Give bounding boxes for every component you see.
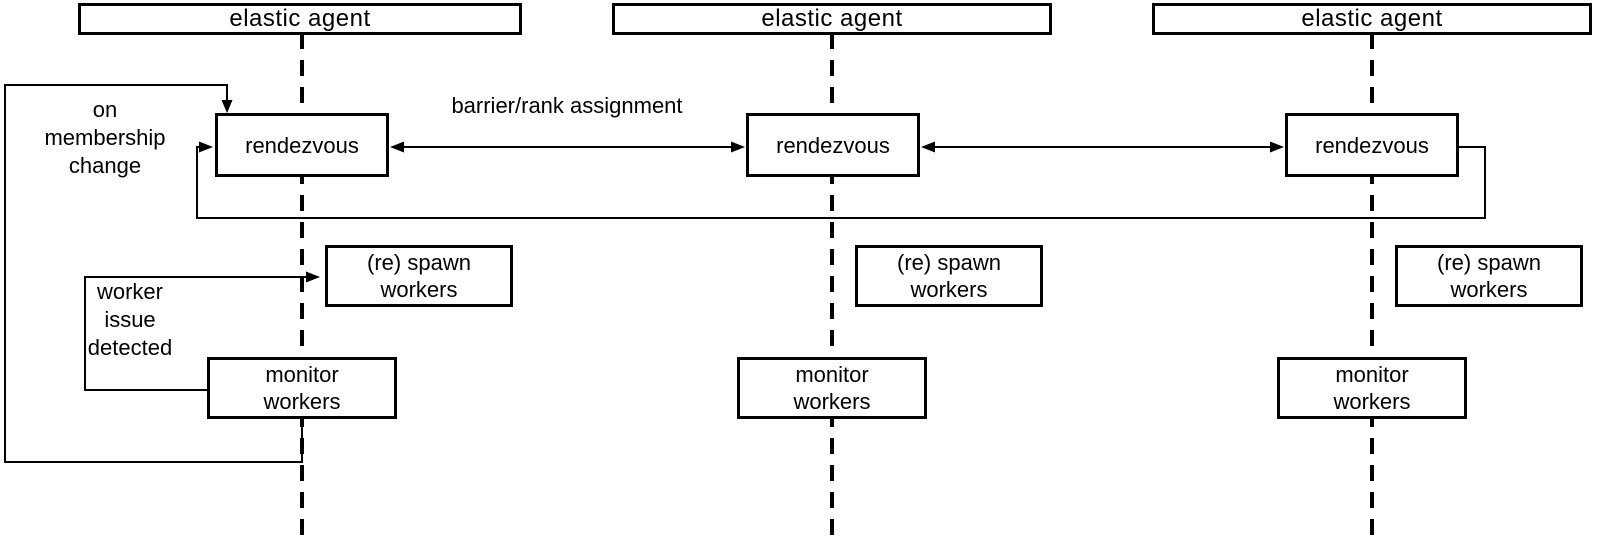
elastic-agent-box-1: elastic agent [78,3,522,35]
rendezvous-label-2: rendezvous [776,132,890,158]
worker-issue-detected-label: worker issue detected [87,279,173,360]
on-membership-change-label: on membership change [44,97,166,178]
elastic-agent-title-2: elastic agent [761,5,903,32]
spawn-workers-box-1: (re) spawn workers [325,245,513,307]
rendezvous-box-2: rendezvous [746,113,920,177]
membership-change-loop [4,84,303,463]
arrowhead-into-rendezvous-2-right [921,141,935,153]
worker-issue-loop [84,276,306,391]
spawn-workers-label-1: (re) spawn workers [367,250,471,302]
monitor-workers-box-3: monitor workers [1277,357,1467,419]
rendezvous-label-3: rendezvous [1315,132,1429,158]
arrowhead-into-spawn-workers-1 [306,271,320,283]
arrowhead-into-rendezvous-3-left [1270,141,1284,153]
monitor-workers-box-1: monitor workers [207,357,397,419]
rendezvous-bus-line [196,146,1486,219]
rendezvous-box-3: rendezvous [1285,113,1459,177]
elastic-agent-box-3: elastic agent [1152,3,1592,35]
barrier-rank-assignment-label: barrier/rank assignment [451,93,683,118]
spawn-workers-label-2: (re) spawn workers [897,250,1001,302]
arrowhead-into-rendezvous-1-top [221,100,233,113]
arrowhead-into-rendezvous-1-right [390,141,404,153]
spawn-workers-label-3: (re) spawn workers [1437,250,1541,302]
monitor-workers-label-2: monitor workers [793,362,871,414]
monitor-workers-label-1: monitor workers [263,362,341,414]
rendezvous-box-1: rendezvous [215,113,389,177]
elastic-agent-box-2: elastic agent [612,3,1052,35]
arrowhead-bus-into-rendezvous-1 [199,141,213,153]
elastic-agent-title-1: elastic agent [229,5,371,32]
monitor-workers-box-2: monitor workers [737,357,927,419]
monitor-workers-label-3: monitor workers [1333,362,1411,414]
elastic-agent-title-3: elastic agent [1301,5,1443,32]
arrowhead-into-rendezvous-2-left [731,141,745,153]
rendezvous-label-1: rendezvous [245,132,359,158]
spawn-workers-box-3: (re) spawn workers [1395,245,1583,307]
spawn-workers-box-2: (re) spawn workers [855,245,1043,307]
